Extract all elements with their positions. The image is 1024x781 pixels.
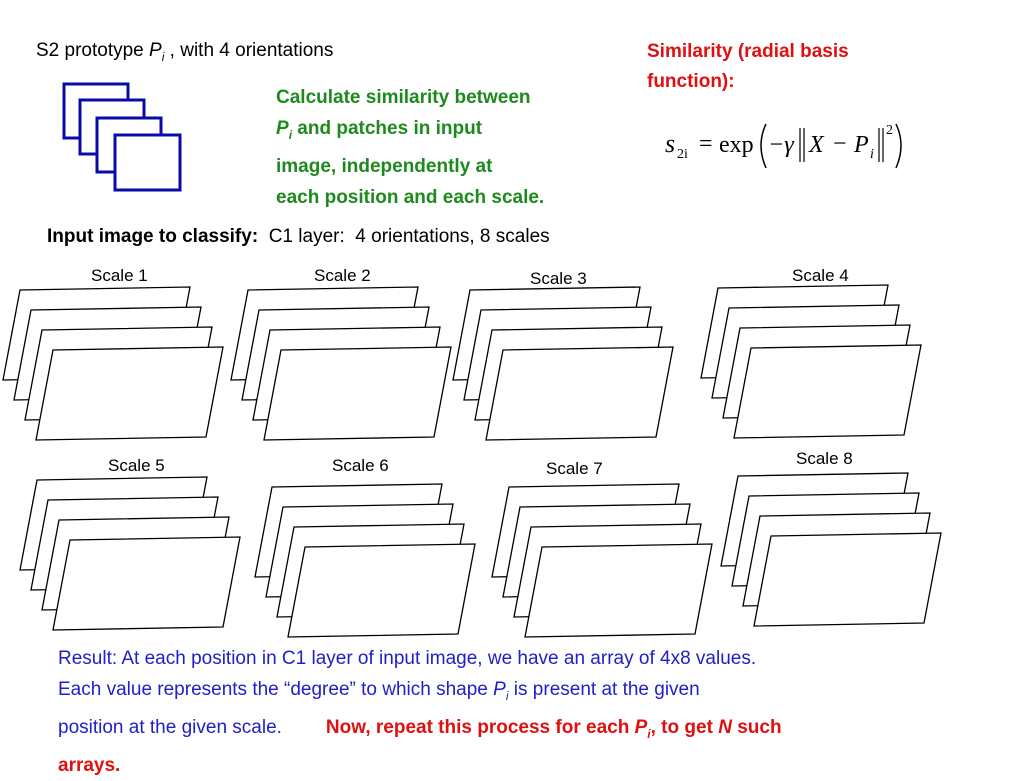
scale-1-orientation-map-4 [35, 346, 224, 441]
result-line-2-pre: Each value represents the “degree” to wh… [58, 679, 494, 700]
calculate-line-4: each position and each scale. [276, 186, 545, 208]
calculate-var-sub: i [288, 127, 293, 142]
scale-5-orientation-map-4 [52, 536, 241, 631]
formula-left-paren [760, 123, 767, 169]
scale-6-orientation-map-4 [287, 543, 476, 638]
scale-8-orientation-map-4 [753, 532, 942, 627]
scale-label-8: Scale 8 [796, 449, 853, 468]
formula-right-paren [895, 123, 902, 169]
scale-label-1: Scale 1 [91, 266, 148, 285]
formula-x: X [808, 132, 825, 158]
result-line-1: Result: At each position in C1 layer of … [58, 648, 757, 669]
formula-minus-gamma: −γ [768, 132, 794, 158]
input-label: Input image to classify: [47, 226, 259, 247]
formula-equals: = [699, 131, 713, 157]
repeat-var: P [634, 716, 648, 738]
scale-2-orientation-map-4 [263, 346, 452, 441]
result-line-3: position at the given scale. Now, repeat … [58, 712, 782, 750]
formula-s-sub: 2i [677, 147, 688, 162]
similarity-line-1: Similarity (radial basis [647, 41, 849, 62]
scale-label-4: Scale 4 [792, 266, 849, 285]
similarity-line-2: function): [647, 71, 735, 92]
prototype-orientation-4 [113, 133, 182, 192]
calculate-line-2-rest: and patches in input [292, 118, 483, 139]
prototype-title-prefix: S2 prototype [36, 40, 150, 61]
prototype-stack [62, 82, 182, 192]
scale-4-orientation-map-4 [733, 344, 922, 439]
formula-s: s [665, 129, 675, 158]
similarity-heading: Similarity (radial basis function): [647, 37, 849, 97]
repeat-var-sub: i [647, 726, 651, 741]
repeat-instruction: Now, repeat this process for each Pi, to… [325, 716, 782, 741]
formula-p: P [853, 132, 869, 158]
result-line-3-text: position at the given scale. [58, 716, 282, 738]
calculate-description: Calculate similarity between Pi and patc… [276, 82, 544, 213]
scale-label-5: Scale 5 [108, 456, 165, 475]
calculate-line-3: image, independently at [276, 155, 493, 177]
formula-exp: exp [719, 132, 754, 158]
input-description: Input image to classify: C1 layer: 4 ori… [47, 226, 550, 248]
repeat-pre: Now, repeat this process for each [325, 716, 635, 738]
scale-label-2: Scale 2 [314, 266, 371, 285]
formula-power: 2 [886, 123, 893, 138]
c1-layer-stacks [2, 284, 942, 638]
result-var: P [493, 679, 506, 700]
scale-label-7: Scale 7 [546, 459, 603, 478]
prototype-title: S2 prototype Pi , with 4 orientations [36, 40, 333, 64]
result-line-4: arrays. [58, 754, 121, 776]
calculate-line-1: Calculate similarity between [276, 87, 531, 108]
result-line-2: Each value represents the “degree” to wh… [58, 674, 782, 712]
calculate-line-2: Pi and patches in input [276, 113, 544, 151]
scale-7-orientation-map-4 [524, 543, 713, 638]
rbf-formula: s 2i = exp −γ X − P i 2 [665, 123, 902, 169]
repeat-post: such [731, 716, 782, 738]
formula-minus: − [833, 131, 847, 157]
prototype-title-suffix: , with 4 orientations [164, 40, 334, 61]
repeat-mid: , to get [650, 716, 719, 738]
repeat-n: N [718, 716, 732, 738]
result-var-sub: i [505, 688, 509, 703]
result-line-2-post: is present at the given [508, 679, 700, 700]
result-text: Result: At each position in C1 layer of … [58, 643, 782, 781]
scale-label-3: Scale 3 [530, 269, 587, 288]
scale-label-6: Scale 6 [332, 456, 389, 475]
input-c1-description: C1 layer: 4 orientations, 8 scales [258, 226, 550, 247]
calculate-var: P [276, 118, 289, 139]
formula-p-sub: i [870, 147, 874, 162]
prototype-title-sub: i [161, 49, 165, 64]
scale-3-orientation-map-4 [485, 346, 674, 441]
prototype-title-var: P [149, 40, 162, 61]
